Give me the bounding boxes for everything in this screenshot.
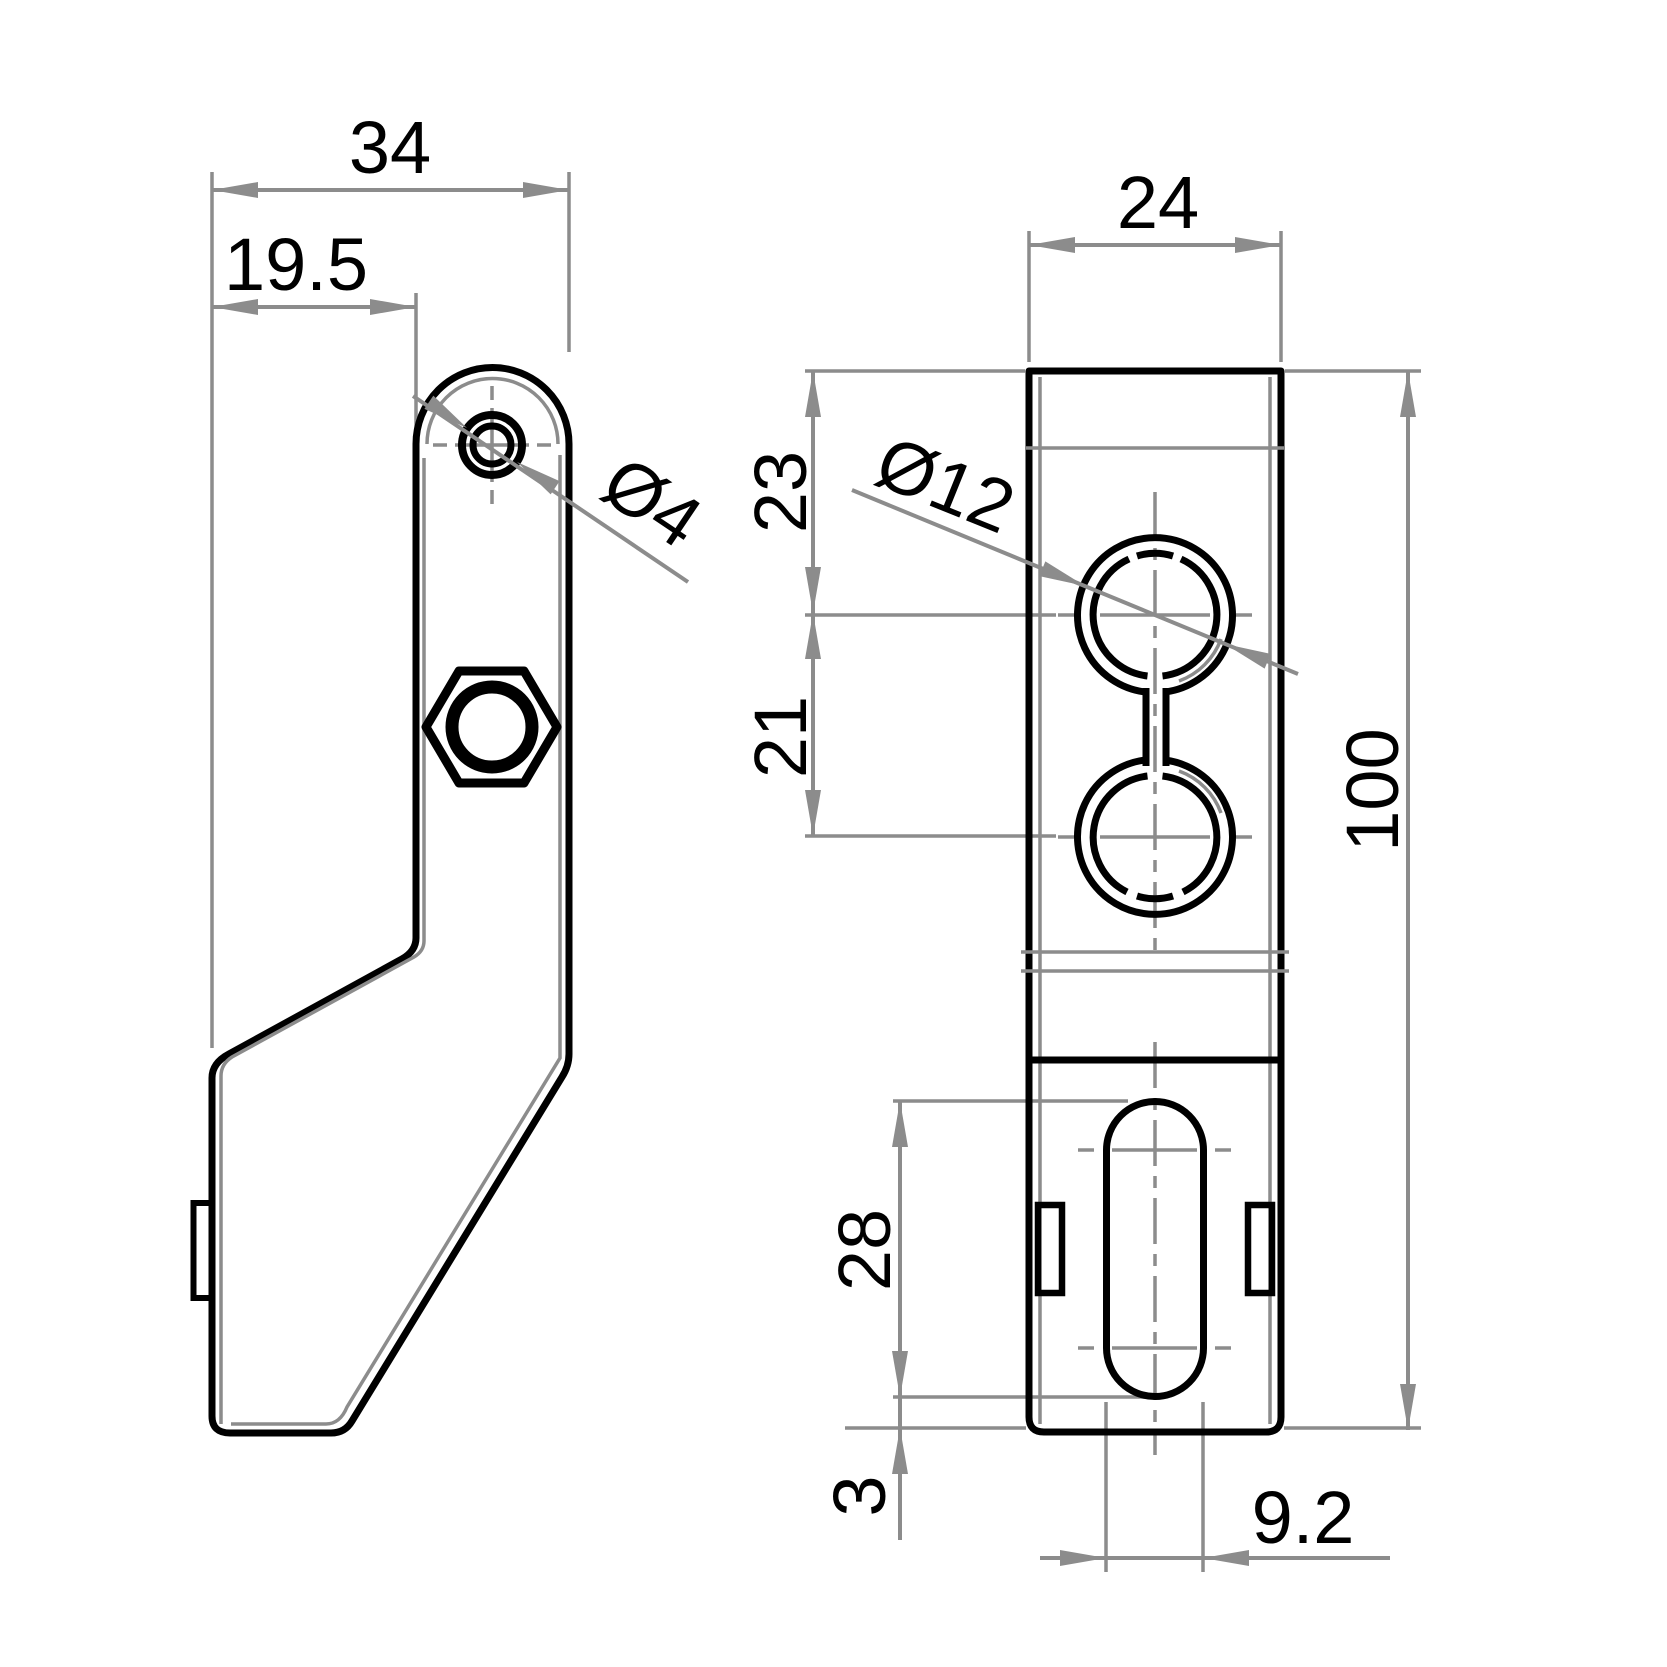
clip-outer-ring xyxy=(1074,534,1236,696)
arrowhead xyxy=(212,299,258,315)
clip-inner-arc-right xyxy=(1162,555,1221,680)
pipe-clip-hole-upper xyxy=(1074,534,1236,696)
arrowhead xyxy=(805,613,821,659)
clip-inner-arc-left xyxy=(1089,772,1148,896)
arrowhead xyxy=(1203,1550,1249,1566)
arrowhead xyxy=(1060,1550,1106,1566)
dim-top-to-upper-clip-label: 23 xyxy=(739,451,822,533)
dim-slot-width: 9.2 xyxy=(1040,1476,1390,1566)
hex-nut-thread-ring xyxy=(445,680,539,774)
hex-nut xyxy=(421,666,562,788)
dim-width: 24 xyxy=(1029,161,1281,253)
retaining-tab xyxy=(190,1200,216,1301)
dim-hook-face-offset: 19.5 xyxy=(212,223,416,315)
arrowhead xyxy=(523,182,569,198)
arrowhead xyxy=(1235,237,1281,253)
arrowhead xyxy=(370,299,416,315)
clip-inner-arc-left xyxy=(1089,555,1148,680)
arrowhead xyxy=(1400,1384,1416,1430)
front-view: 24 23 21 Ø12 100 xyxy=(739,161,1421,1572)
clip-connecting-channel xyxy=(1142,688,1170,766)
arrowhead xyxy=(805,567,821,613)
dim-clip-positions: 23 21 xyxy=(739,371,822,836)
latch-window-right xyxy=(1244,1201,1276,1297)
arrowhead xyxy=(212,182,258,198)
clip-inner-arc-top xyxy=(1135,549,1175,560)
dim-overall-depth-label: 34 xyxy=(349,106,431,189)
arrowhead xyxy=(424,395,467,428)
clip-inner-arc-right xyxy=(1162,772,1221,896)
arrowhead xyxy=(805,790,821,836)
dim-hook-face-offset-label: 19.5 xyxy=(224,223,368,306)
dim-width-label: 24 xyxy=(1117,161,1199,244)
hole-outer-ring xyxy=(458,411,526,479)
arrowhead xyxy=(1225,644,1271,669)
arrowhead xyxy=(892,1428,908,1474)
dim-slot-position: 28 3 xyxy=(818,1101,908,1540)
dim-clip-spacing-label: 21 xyxy=(739,696,822,778)
mounting-slot xyxy=(1103,1098,1207,1400)
dim-screw-hole-diameter-label: Ø4 xyxy=(588,440,716,564)
side-view: 34 19.5 Ø4 xyxy=(190,106,716,1437)
inner-wall-back xyxy=(231,455,562,1426)
arrowhead xyxy=(1039,561,1085,586)
arrowhead xyxy=(1400,371,1416,417)
arrowhead xyxy=(517,462,560,495)
arrowhead xyxy=(805,371,821,417)
dim-overall-height: 100 xyxy=(1331,371,1416,1430)
latch-window-left xyxy=(1034,1201,1066,1297)
screw-hole xyxy=(433,386,551,504)
dim-slot-width-label: 9.2 xyxy=(1252,1476,1355,1559)
arrowhead xyxy=(892,1351,908,1397)
hole-inner-ring xyxy=(469,422,515,468)
arrowhead xyxy=(1029,237,1075,253)
inner-wall-front xyxy=(219,458,426,1424)
clip-outer-ring xyxy=(1074,756,1236,918)
clip-inner-arc-bottom xyxy=(1135,892,1175,903)
plate-outline xyxy=(1025,367,1285,1436)
dim-slot-bottom-offset-label: 3 xyxy=(818,1475,901,1516)
pipe-clip-hole-lower xyxy=(1074,756,1236,918)
dim-slot-length-label: 28 xyxy=(823,1209,906,1291)
clip-spring-arc xyxy=(1178,638,1223,683)
clip-spring-arc xyxy=(1178,769,1223,814)
dim-overall-depth: 34 xyxy=(212,106,569,198)
arrowhead xyxy=(892,1101,908,1147)
inner-wall-cap-arc xyxy=(425,376,560,445)
dim-overall-height-label: 100 xyxy=(1331,728,1414,851)
hook-profile-outline xyxy=(208,364,573,1437)
